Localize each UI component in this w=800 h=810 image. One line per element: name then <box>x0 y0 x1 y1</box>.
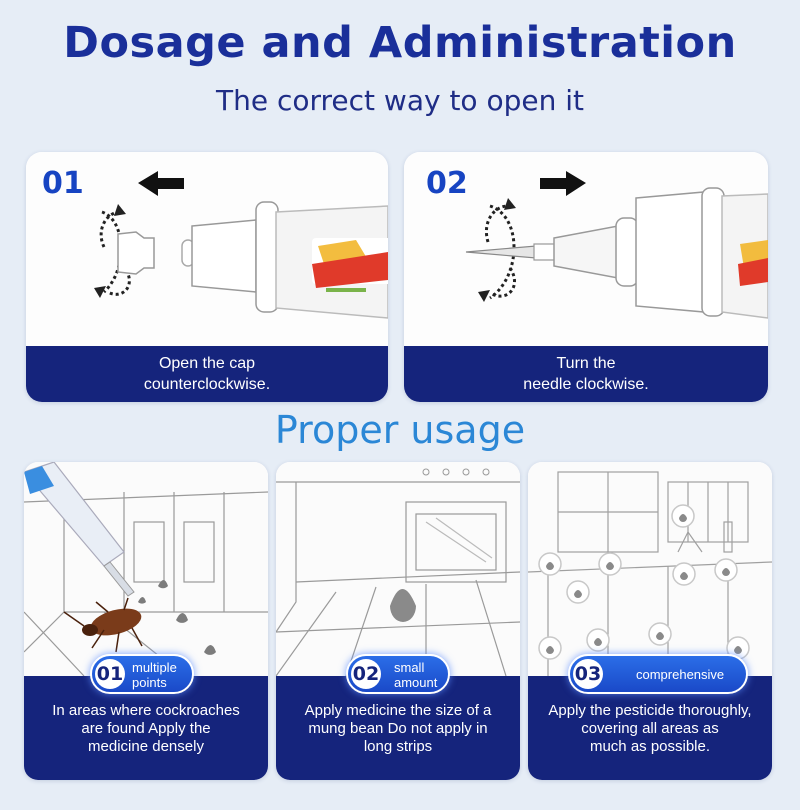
usage-card-comprehensive: 03 comprehensive Apply the pesticide tho… <box>528 462 772 780</box>
step-number: 02 <box>426 166 468 201</box>
step-number: 01 <box>42 166 84 201</box>
gel-drop-icon <box>538 504 750 660</box>
arrow-right-icon <box>540 171 586 196</box>
page-subtitle: The correct way to open it <box>216 84 584 117</box>
rotate-icon <box>485 204 516 300</box>
step-card-turn-needle: 02 Turn the needle clockwise. <box>404 152 768 402</box>
usage-illustration <box>528 462 772 676</box>
usage-description-line: covering all areas as <box>581 720 719 737</box>
usage-tag-line: multiple <box>132 660 177 675</box>
usage-description-line: are found Apply the <box>81 720 211 737</box>
usage-description-line: Apply medicine the size of a <box>304 702 492 719</box>
usage-card-multiple-points: 01 multiple points In areas where cockro… <box>24 462 268 780</box>
usage-description-line: long strips <box>363 738 433 755</box>
step-card-open-cap: 01 Open the cap counterclockwise. <box>26 152 388 402</box>
usage-tag-pill: 01 multiple points <box>90 654 194 694</box>
usage-tag-pill: 02 small amount <box>346 654 450 694</box>
step-illustration <box>404 152 768 346</box>
step-caption-line: Turn the <box>556 355 616 372</box>
usage-tag-label: comprehensive <box>636 667 725 682</box>
usage-description-line: much as possible. <box>589 738 711 755</box>
usage-description-line: In areas where cockroaches <box>52 702 240 719</box>
usage-tag-number: 02 <box>351 659 381 689</box>
usage-description-line: Apply the pesticide thoroughly, <box>548 702 752 719</box>
usage-description: Apply medicine the size of a mung bean D… <box>286 702 510 756</box>
usage-tag-number: 01 <box>95 659 125 689</box>
step-caption: Turn the needle clockwise. <box>404 346 768 402</box>
step-illustration <box>26 152 388 346</box>
step-caption-line: Open the cap <box>158 355 256 372</box>
usage-illustration <box>24 462 268 677</box>
usage-card-small-amount: 02 small amount Apply medicine the size … <box>276 462 520 780</box>
usage-tag-label: multiple points <box>132 660 177 690</box>
rotate-icon <box>99 210 131 296</box>
usage-tag-label: small amount <box>394 660 437 690</box>
arrow-left-icon <box>138 171 184 196</box>
usage-tag-line: small <box>394 660 425 675</box>
usage-tag-pill: 03 comprehensive <box>568 654 748 694</box>
usage-tag-number: 03 <box>573 659 603 689</box>
usage-description: In areas where cockroaches are found App… <box>34 702 258 756</box>
usage-description-line: medicine densely <box>88 738 204 755</box>
step-caption-line: counterclockwise. <box>143 376 271 393</box>
gel-drop-icon <box>138 580 216 655</box>
page-title: Dosage and Administration <box>63 18 737 68</box>
step-caption: Open the cap counterclockwise. <box>26 346 388 402</box>
usage-description-line: mung bean Do not apply in <box>308 720 488 737</box>
step-caption-line: needle clockwise. <box>523 376 649 393</box>
usage-description: Apply the pesticide thoroughly, covering… <box>538 702 762 756</box>
usage-tag-line: points <box>132 675 167 690</box>
usage-tag-line: amount <box>394 675 438 690</box>
usage-illustration <box>276 462 520 677</box>
section-title: Proper usage <box>274 408 526 452</box>
cockroach-icon <box>63 597 143 653</box>
gel-drop-icon <box>390 589 416 622</box>
